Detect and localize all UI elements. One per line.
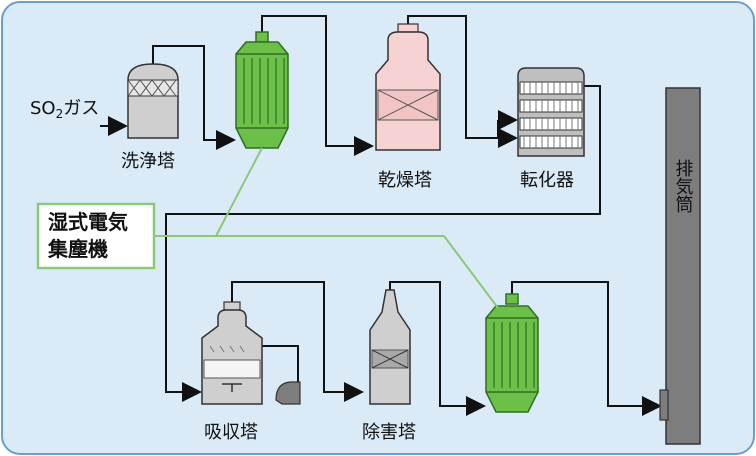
washing-tower-label: 洗浄塔: [121, 151, 175, 172]
absorption-tower: [201, 301, 301, 405]
drying-tower-label: 乾燥塔: [378, 170, 432, 191]
washing-tower: [127, 63, 179, 139]
abatement-tower: [369, 289, 411, 405]
stack-label: 排気筒: [673, 159, 694, 214]
abatement-tower-label: 除害塔: [362, 422, 416, 443]
lower-wet-esp: [485, 293, 539, 413]
drying-tower: [375, 23, 441, 151]
esp-callout: 湿式電気 集塵機: [36, 147, 499, 309]
esp-label-line1: 湿式電気: [48, 210, 128, 234]
absorption-tower-label: 吸収塔: [204, 422, 258, 443]
converter-label: 転化器: [520, 170, 574, 191]
exhaust-stack: [659, 87, 701, 445]
upper-wet-esp: [235, 31, 289, 149]
esp-label-line2: 集塵機: [47, 237, 108, 261]
input-gas-label: SO2ガス: [30, 98, 99, 121]
pipe-lines: [100, 15, 662, 416]
converter: [517, 67, 585, 157]
